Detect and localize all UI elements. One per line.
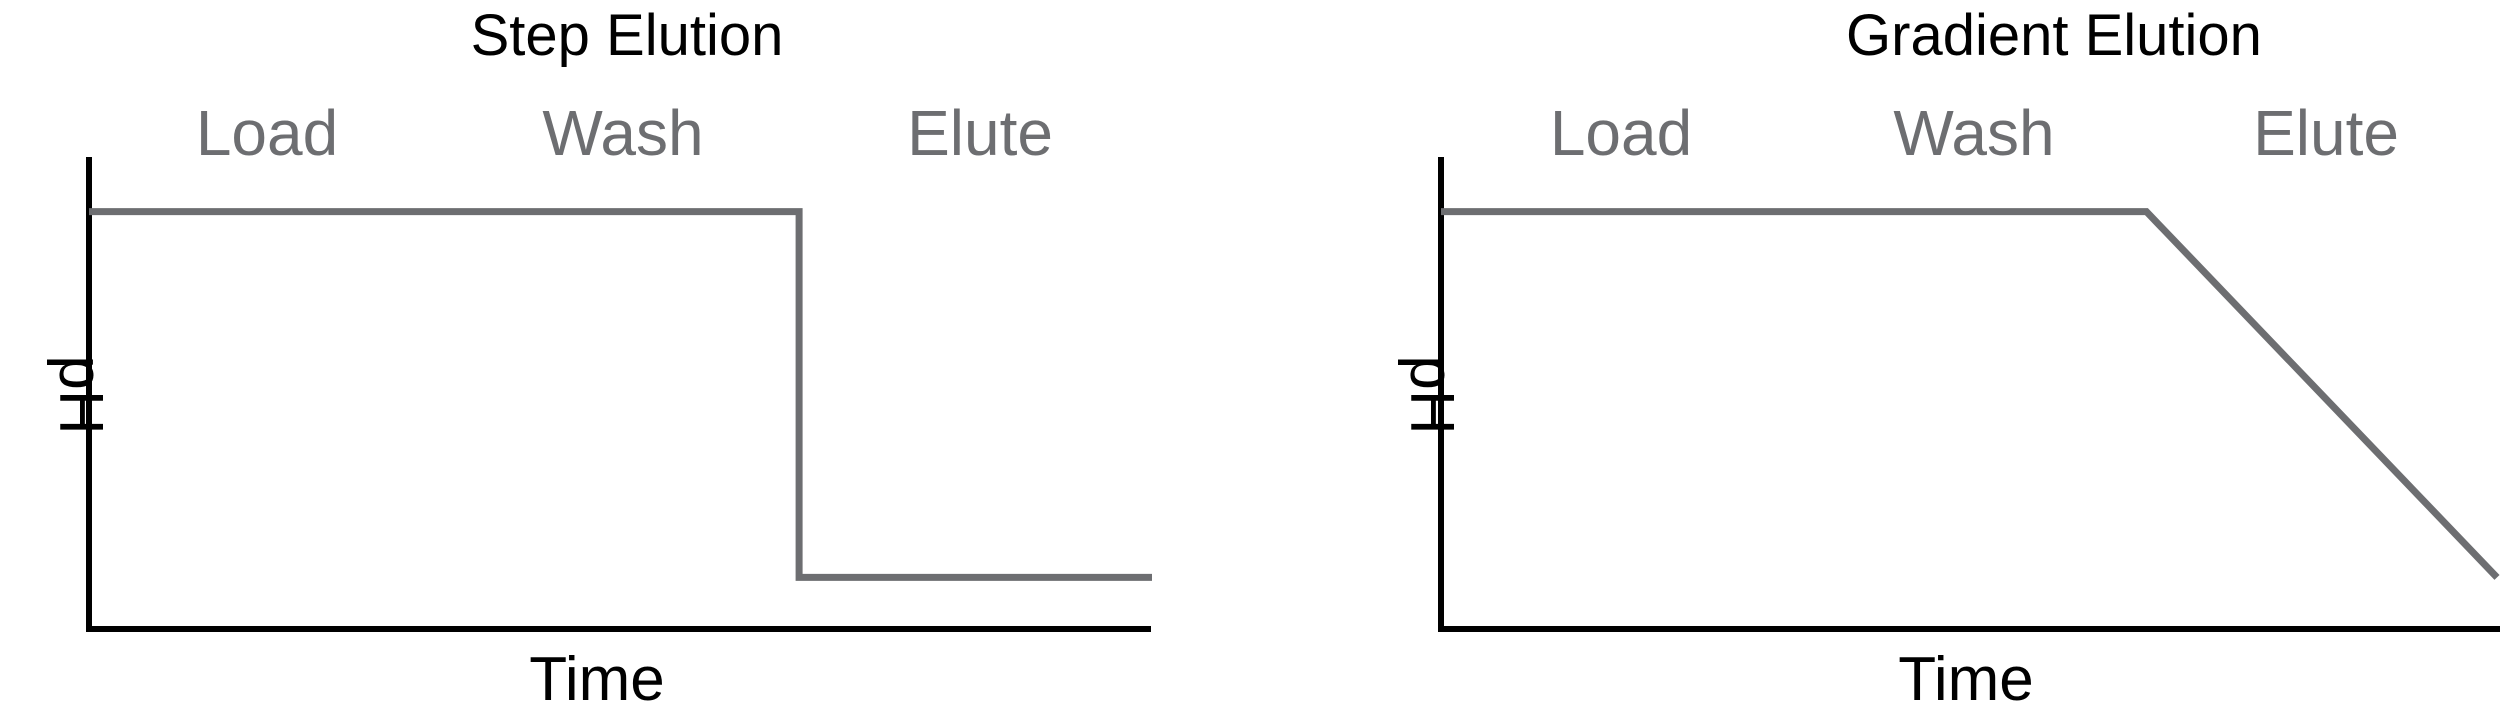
series-line-0 [89,208,1152,581]
gradient-elution-chart: Gradient Elution Load Wash Elute pH Time [1397,3,2500,714]
x-axis-label: Time [1898,645,2033,714]
step-elution-chart: Step Elution Load Wash Elute pH Time [46,3,1152,714]
phase-label-load: Load [196,97,338,169]
chart-title: Gradient Elution [1846,3,2262,68]
plot-area [1441,208,2500,580]
series-line-0 [1441,208,2500,580]
phase-label-elute: Elute [907,97,1053,169]
phase-label-elute: Elute [2253,97,2399,169]
x-axis-label: Time [529,645,664,714]
y-axis-label: pH [46,355,115,434]
chart-title: Step Elution [471,3,784,68]
phase-label-load: Load [1550,97,1692,169]
plot-area [89,208,1152,581]
y-axis-label: pH [1397,355,1466,434]
phase-label-wash: Wash [1893,97,2054,169]
phase-label-wash: Wash [542,97,703,169]
